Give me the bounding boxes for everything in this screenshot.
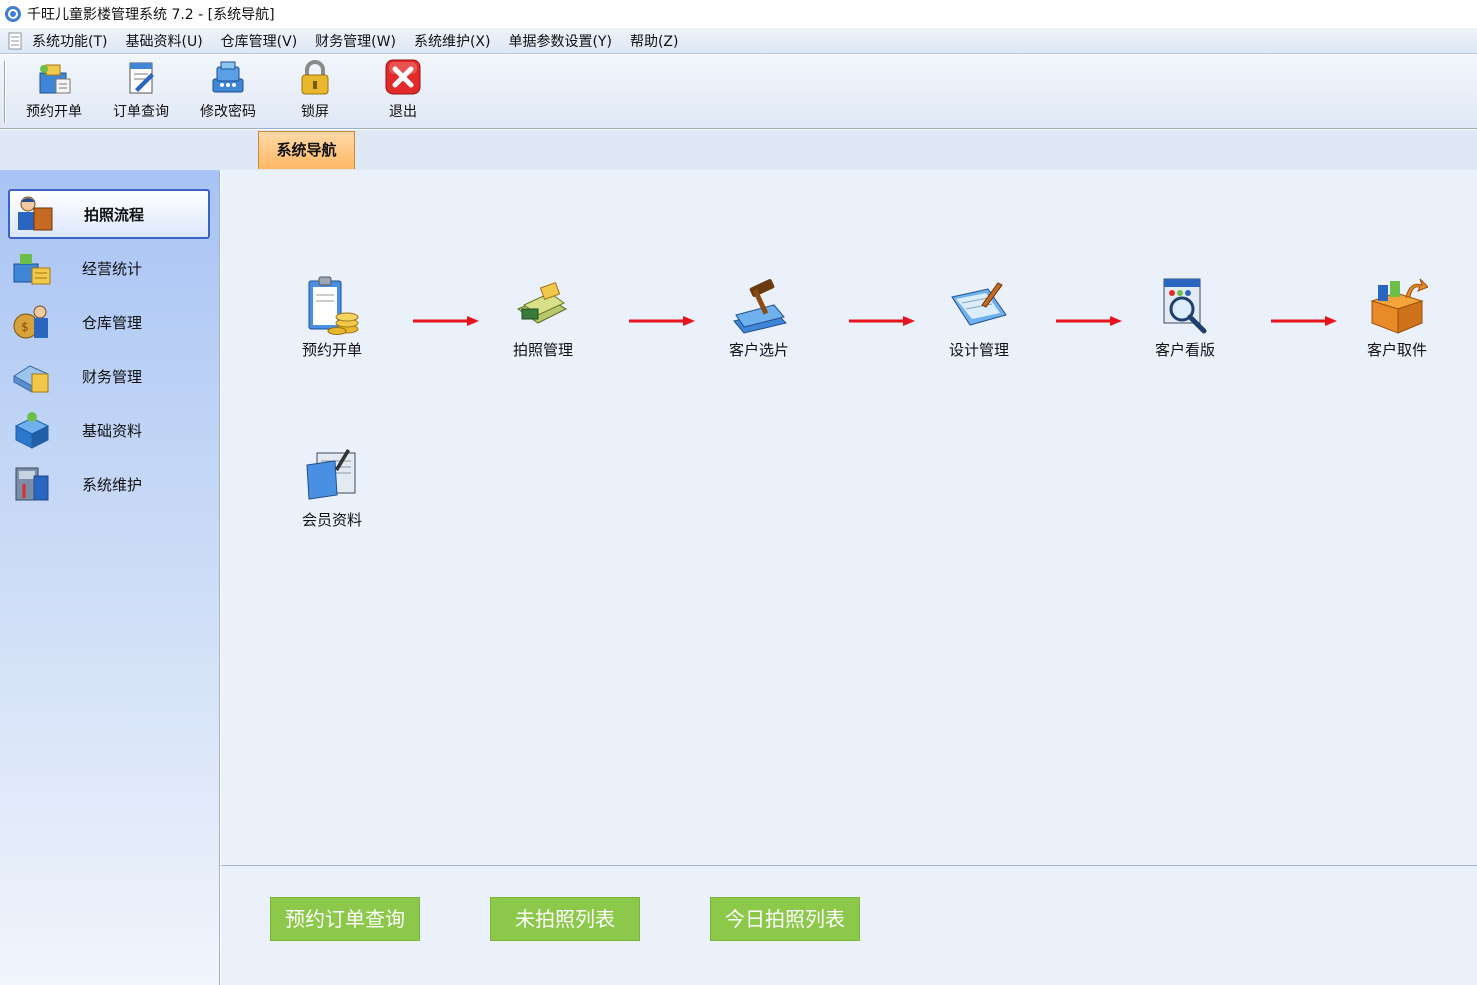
flow-arrow — [413, 316, 479, 326]
unphotographed-list-button[interactable]: 未拍照列表 — [490, 897, 640, 941]
sidebar-item-label: 基础资料 — [82, 421, 143, 440]
sidebar-item-finance[interactable]: 财务管理 — [8, 351, 210, 401]
flow-node-customer-selection[interactable]: 客户选片 — [709, 275, 809, 360]
toolbar: 预约开单 订单查询 修改密码 — [0, 55, 1477, 129]
statistics-icon — [13, 254, 51, 285]
toolbar-lock-screen-label: 锁屏 — [301, 104, 329, 120]
magnifier-icon — [1163, 278, 1207, 334]
menu-system-functions[interactable]: 系统功能(T) — [32, 33, 108, 50]
flow-arrow — [629, 316, 695, 326]
flow-node-label: 客户选片 — [728, 341, 789, 359]
flow-node-label: 设计管理 — [948, 341, 1009, 359]
toolbar-order-query-button[interactable]: 订单查询 — [99, 59, 183, 123]
flow-node-label: 会员资料 — [301, 511, 362, 529]
flow-arrow — [849, 316, 915, 326]
svg-text:$: $ — [21, 320, 29, 334]
sidebar-item-label: 系统维护 — [82, 475, 143, 494]
toolbar-order-query-label: 订单查询 — [113, 104, 169, 120]
toolbar-exit-label: 退出 — [389, 104, 417, 120]
flow-node-customer-pickup[interactable]: 客户取件 — [1347, 275, 1447, 360]
sidebar-item-label: 经营统计 — [82, 259, 143, 278]
toolbar-lock-screen-button[interactable]: 锁屏 — [273, 59, 357, 123]
flow-node-label: 拍照管理 — [512, 341, 573, 359]
order-query-icon — [129, 62, 154, 94]
sidebar-item-label: 财务管理 — [82, 367, 143, 386]
clipboard-coins-icon — [308, 276, 359, 335]
menu-warehouse[interactable]: 仓库管理(V) — [220, 33, 298, 50]
sidebar-item-business-stats[interactable]: 经营统计 — [8, 243, 210, 293]
today-photo-list-button[interactable]: 今日拍照列表 — [710, 897, 860, 941]
sidebar-item-basic-data[interactable]: 基础资料 — [8, 405, 210, 455]
tab-system-navigation[interactable]: 系统导航 — [258, 131, 355, 169]
menu-basic-data[interactable]: 基础资料(U) — [125, 33, 203, 50]
toolbar-exit-button[interactable]: 退出 — [361, 59, 445, 123]
finance-icon — [13, 365, 49, 393]
gavel-icon — [733, 279, 787, 334]
photographer-icon — [18, 196, 53, 231]
flow-arrow — [1271, 316, 1337, 326]
member-icon — [306, 449, 356, 500]
toolbar-booking-button[interactable]: 预约开单 — [12, 59, 96, 123]
menu-finance[interactable]: 财务管理(W) — [315, 33, 396, 50]
exit-icon — [385, 59, 421, 95]
photo-money-icon — [516, 281, 568, 324]
flow-node-customer-preview[interactable]: 客户看版 — [1135, 275, 1235, 360]
sidebar: 拍照流程 经营统计 $ 仓库管理 — [0, 170, 220, 985]
warehouse-icon: $ — [13, 305, 48, 339]
flow-node-photo-management[interactable]: 拍照管理 — [493, 275, 593, 360]
sidebar-item-warehouse[interactable]: $ 仓库管理 — [8, 297, 210, 347]
menu-bar: 系统功能(T) 基础资料(U) 仓库管理(V) 财务管理(W) 系统维护(X) … — [0, 28, 1477, 54]
sidebar-item-label: 拍照流程 — [84, 205, 145, 224]
flow-node-booking[interactable]: 预约开单 — [282, 275, 382, 360]
toolbar-booking-label: 预约开单 — [26, 104, 82, 120]
navigation-panel: 预约开单 拍照管理 客户选片 — [221, 170, 1477, 865]
toolbar-grip[interactable] — [4, 61, 6, 123]
menu-document-settings[interactable]: 单据参数设置(Y) — [508, 33, 612, 50]
flow-node-member-data[interactable]: 会员资料 — [282, 445, 382, 530]
password-icon — [212, 61, 244, 93]
tab-strip: 系统导航 — [0, 130, 1477, 170]
booking-icon — [39, 64, 71, 94]
window-title: 千旺儿童影楼管理系统 7.2 - [系统导航] — [27, 7, 275, 23]
lock-icon — [301, 60, 329, 95]
title-bar: 千旺儿童影楼管理系统 7.2 - [系统导航] — [0, 0, 1477, 28]
flow-node-label: 客户看版 — [1154, 341, 1215, 359]
design-icon — [951, 282, 1007, 326]
flow-node-label: 客户取件 — [1366, 341, 1427, 359]
basic-data-icon — [14, 412, 50, 449]
toolbar-change-password-label: 修改密码 — [200, 104, 256, 120]
flow-arrow — [1056, 316, 1122, 326]
menu-handle-icon — [8, 32, 22, 49]
menu-help[interactable]: 帮助(Z) — [629, 33, 679, 50]
sidebar-item-system-maintenance[interactable]: 系统维护 — [8, 459, 210, 509]
menu-system-maintenance[interactable]: 系统维护(X) — [413, 33, 491, 50]
sidebar-item-photo-flow[interactable]: 拍照流程 — [8, 189, 210, 239]
quick-actions-panel: 预约订单查询 未拍照列表 今日拍照列表 — [221, 865, 1477, 985]
sidebar-item-label: 仓库管理 — [82, 313, 143, 332]
toolbar-change-password-button[interactable]: 修改密码 — [186, 59, 270, 123]
flow-node-design-management[interactable]: 设计管理 — [929, 275, 1029, 360]
app-logo-icon — [5, 6, 21, 22]
flow-node-label: 预约开单 — [301, 341, 362, 359]
package-icon — [1370, 278, 1428, 334]
booking-order-query-button[interactable]: 预约订单查询 — [270, 897, 420, 941]
maintenance-icon — [15, 467, 49, 501]
